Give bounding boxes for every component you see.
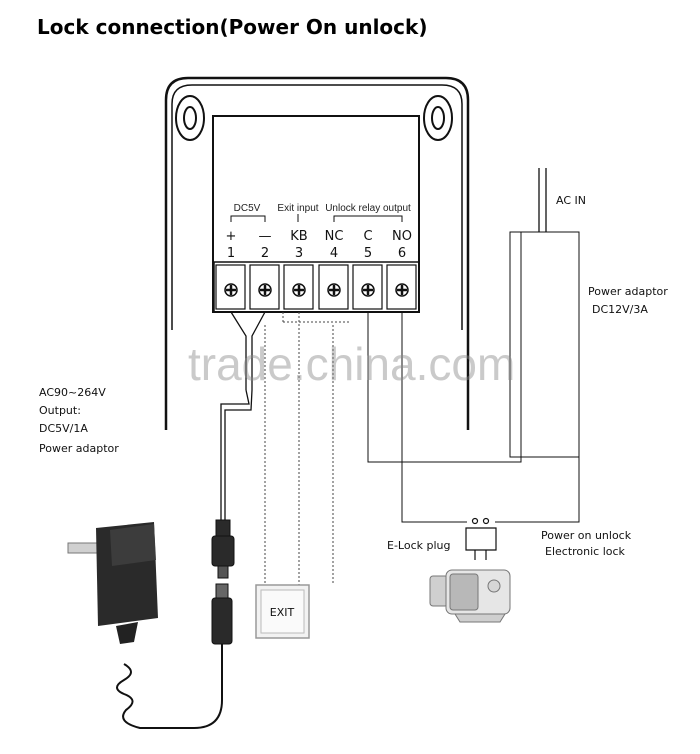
group-bracket-dc5v	[230, 215, 266, 222]
left-adaptor-name: Power adaptor	[39, 442, 119, 455]
terminal-block	[213, 261, 420, 313]
terminal-6-screw-icon	[395, 283, 409, 297]
elock-plug-label: E-Lock plug	[387, 539, 451, 552]
terminal-3-symbol: KB	[290, 229, 307, 244]
terminal-panel	[212, 115, 420, 313]
group-label-dc5v: DC5V	[234, 203, 261, 214]
wire-exit-button	[264, 312, 350, 585]
terminal-2-number: 2	[261, 246, 269, 261]
right-adaptor-rating: DC12V/3A	[592, 303, 648, 316]
wall-adaptor-icon	[67, 522, 158, 644]
mounting-hole-right	[423, 95, 453, 141]
terminal-2-symbol: —	[259, 229, 272, 244]
lock-label-line1: Power on unlock	[541, 529, 632, 542]
mounting-hole-left	[175, 95, 205, 141]
terminal-6-number: 6	[398, 246, 406, 261]
terminal-4-number: 4	[330, 246, 338, 261]
terminal-1-screw-icon	[224, 283, 238, 297]
watermark: trade.china.com	[188, 338, 515, 390]
terminal-4-symbol: NC	[325, 229, 344, 244]
terminal-3-number: 3	[295, 246, 303, 261]
group-label-exit-input: Exit input	[277, 203, 318, 214]
left-adaptor-input: AC90~264V	[39, 386, 106, 399]
electronic-lock-icon	[429, 569, 511, 623]
terminal-1-number: 1	[227, 246, 235, 261]
left-adaptor-output-value: DC5V/1A	[39, 422, 88, 435]
left-adaptor-output-label: Output:	[39, 404, 81, 417]
terminal-5-number: 5	[364, 246, 372, 261]
ac-in-cable	[538, 168, 547, 232]
terminal-4-screw-icon	[327, 283, 341, 297]
page-title: Lock connection(Power On unlock)	[37, 15, 427, 39]
terminal-2-screw-icon	[258, 283, 272, 297]
exit-button-label: EXIT	[270, 606, 295, 619]
elock-plug-icon	[465, 517, 497, 560]
exit-button-icon	[255, 584, 310, 639]
terminal-1-symbol: +	[226, 229, 237, 244]
group-label-relay-output: Unlock relay output	[325, 203, 411, 214]
lock-label-line2: Electronic lock	[545, 545, 626, 558]
terminal-5-screw-icon	[361, 283, 375, 297]
wire-dc5v-to-adaptor	[220, 311, 266, 520]
terminal-3-screw-icon	[292, 283, 306, 297]
dc-plug-connector	[211, 519, 235, 645]
terminal-6-symbol: NO	[392, 229, 412, 244]
ac-in-label: AC IN	[556, 194, 586, 207]
right-power-adaptor	[509, 231, 580, 458]
controller-housing	[164, 76, 470, 430]
adaptor-coiled-cable	[116, 644, 223, 729]
right-adaptor-name: Power adaptor	[588, 285, 668, 298]
group-bracket-relay-output	[333, 215, 403, 222]
terminal-5-symbol: C	[363, 229, 372, 244]
